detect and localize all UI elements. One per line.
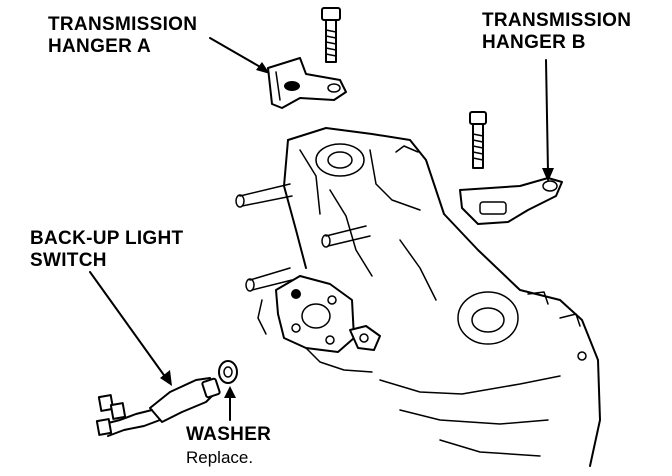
- transmission-hanger-b: [459, 177, 563, 225]
- washer-label: WASHER: [186, 424, 272, 445]
- hanger-a-label: TRANSMISSION HANGER A: [48, 14, 197, 58]
- backup-switch-label-line1: BACK-UP LIGHT: [30, 228, 184, 249]
- backup-light-switch: [95, 377, 221, 437]
- backup-switch-label: BACK-UP LIGHT SWITCH: [30, 228, 183, 272]
- hanger-b-bolt: [469, 111, 487, 169]
- transmission-hanger-a: [267, 57, 347, 109]
- transmission-case: [235, 127, 601, 467]
- backup-switch-label-line2: SWITCH: [30, 250, 107, 271]
- washer-note: Replace.: [186, 448, 254, 467]
- hanger-a-label-line2: HANGER A: [48, 36, 152, 57]
- leader-lines: [89, 37, 554, 421]
- hanger-b-label-line2: HANGER B: [482, 32, 586, 53]
- hanger-a-bolt: [321, 7, 341, 63]
- hanger-b-label: TRANSMISSION HANGER B: [482, 10, 631, 54]
- hanger-b-label-line1: TRANSMISSION: [482, 10, 632, 31]
- hanger-a-label-line1: TRANSMISSION: [48, 14, 198, 35]
- washer: [218, 360, 238, 384]
